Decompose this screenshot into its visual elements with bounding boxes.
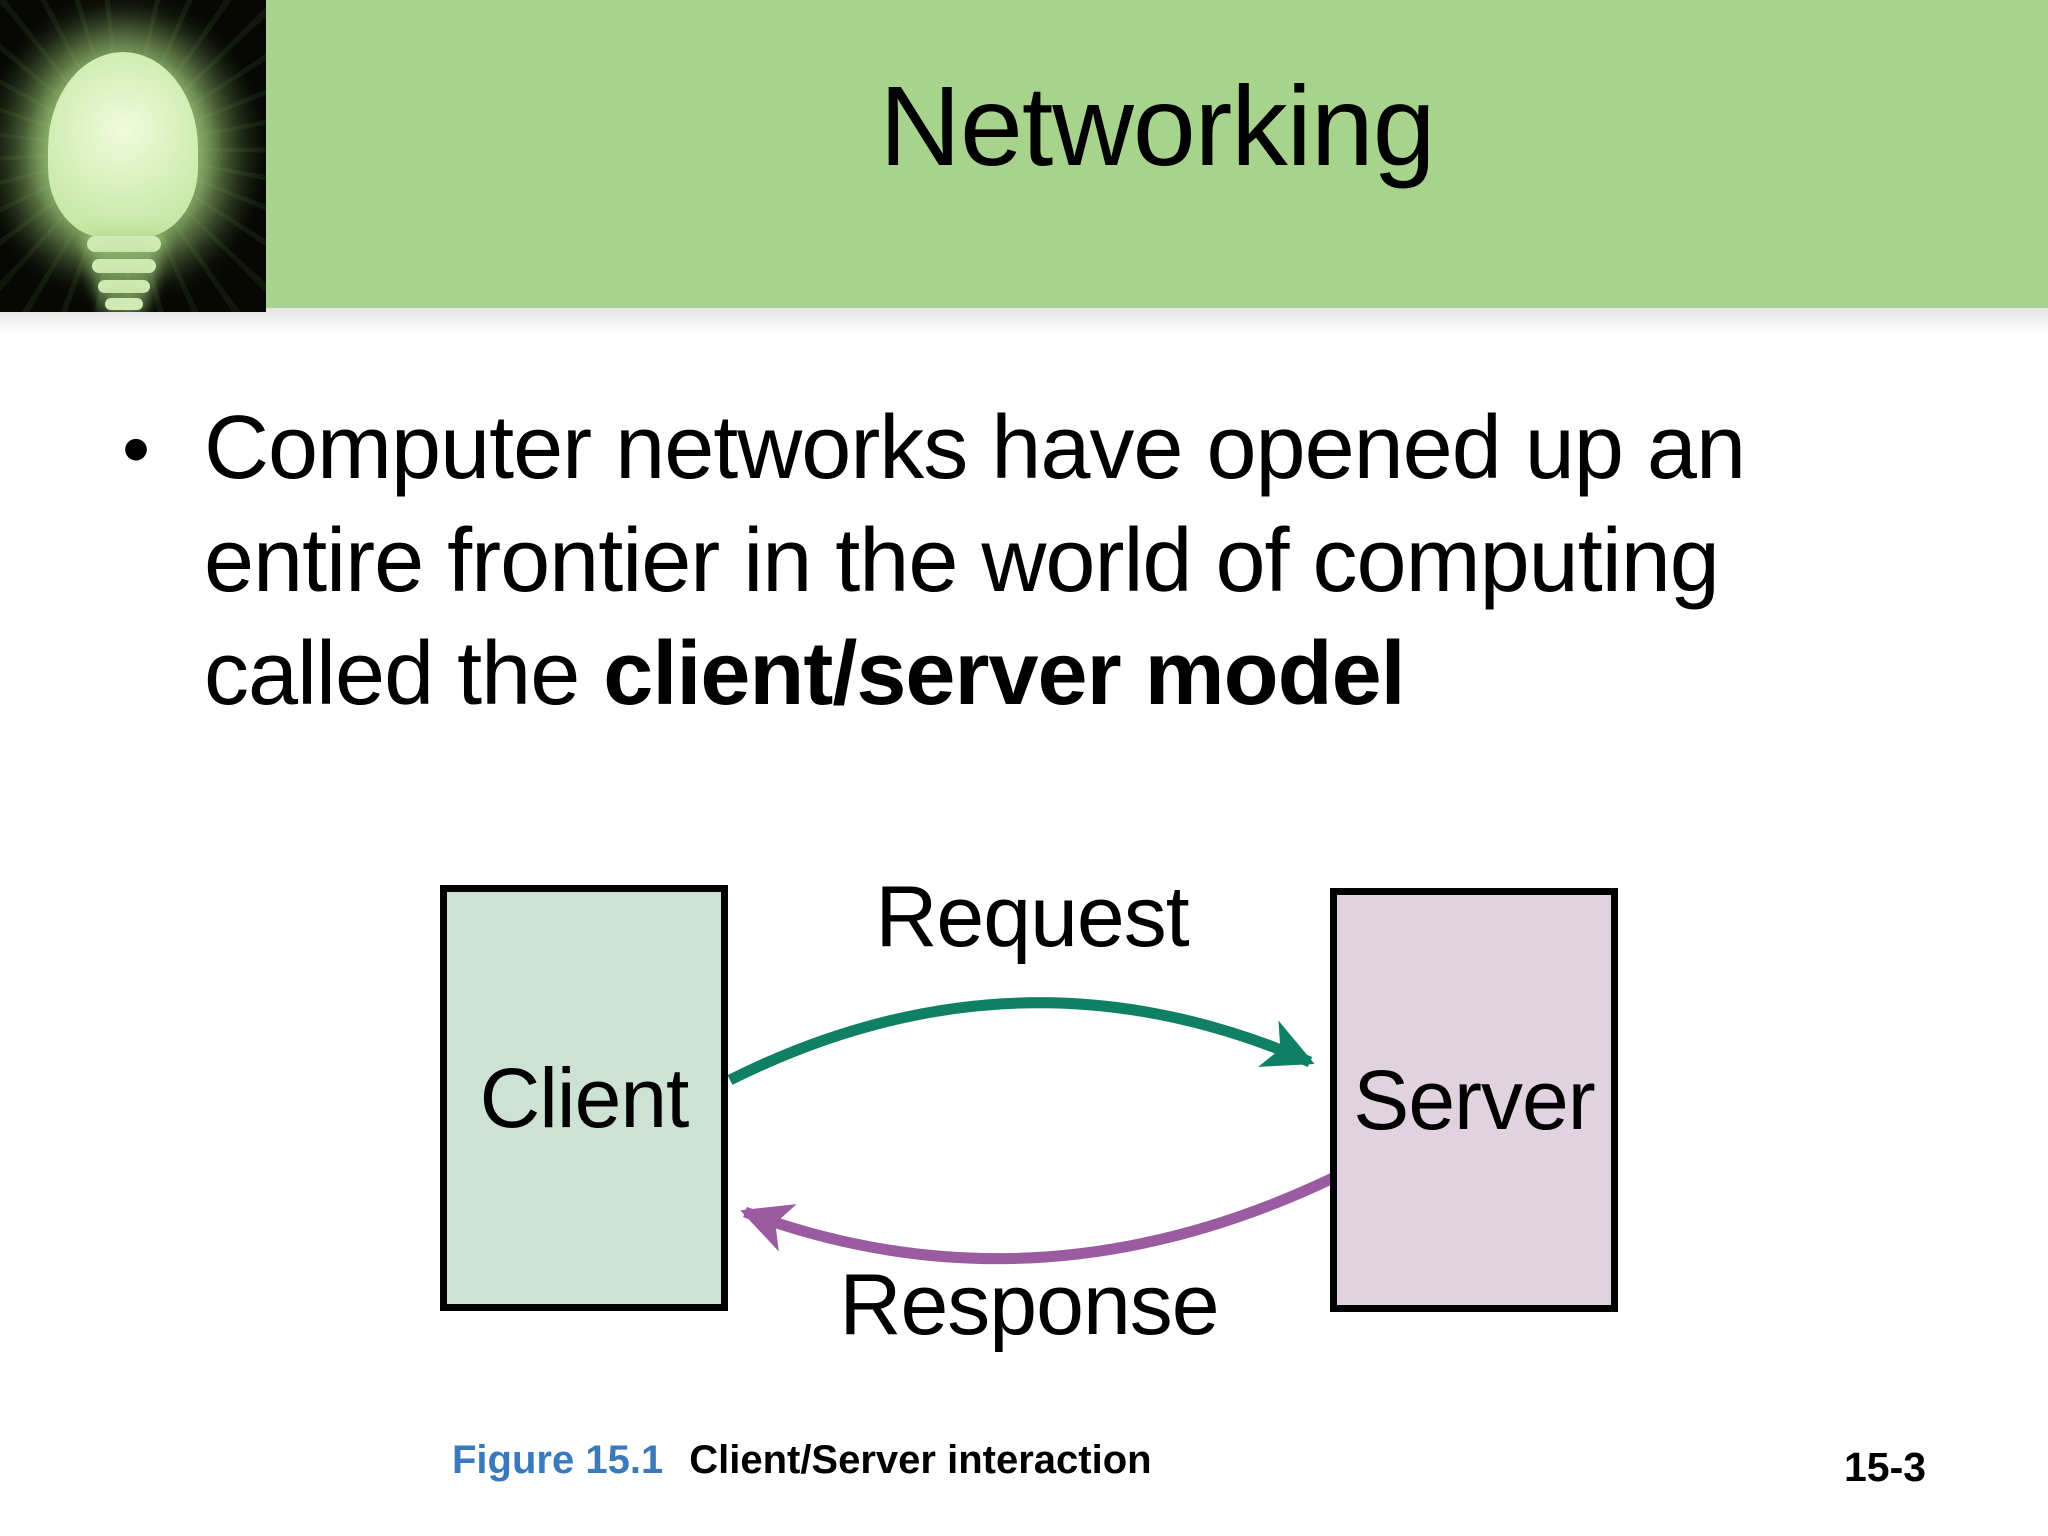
bullet-line-1: Computer networks have opened up an [204, 398, 1746, 498]
lightbulb-base [98, 280, 150, 293]
server-box-label: Server [1353, 1052, 1595, 1147]
bullet-item: • Computer networks have opened up an en… [122, 392, 1746, 731]
figure-caption: Figure 15.1 Client/Server interaction [452, 1438, 1152, 1483]
bullet-text: Computer networks have opened up an enti… [204, 392, 1746, 731]
bullet-line-3-bold-term: client/server model [603, 624, 1405, 724]
lightbulb-base [87, 236, 161, 252]
lightbulb-base [105, 298, 143, 310]
figure-caption-text: Client/Server interaction [689, 1438, 1152, 1482]
figure-number: Figure 15.1 [452, 1438, 664, 1482]
lightbulb-glass [48, 52, 198, 238]
header-shadow [0, 308, 2048, 334]
lightbulb-base [92, 259, 156, 273]
request-arrow [727, 997, 1315, 1085]
bullet-line-3: called the client/server model [204, 618, 1745, 731]
server-box: Server [1330, 888, 1618, 1312]
client-box-label: Client [479, 1050, 690, 1145]
client-box: Client [440, 885, 728, 1311]
page-number: 15-3 [1843, 1444, 1927, 1490]
slide-title: Networking [879, 63, 1435, 189]
header-band [0, 0, 2048, 308]
response-label: Response [839, 1257, 1219, 1353]
lightbulb-icon [0, 0, 266, 312]
request-label: Request [875, 869, 1189, 965]
bullet-marker: • [122, 404, 151, 493]
bullet-line-3-text: called the [204, 624, 604, 724]
bullet-line-2: entire frontier in the world of computin… [204, 511, 1720, 611]
response-arrow [740, 1173, 1336, 1265]
